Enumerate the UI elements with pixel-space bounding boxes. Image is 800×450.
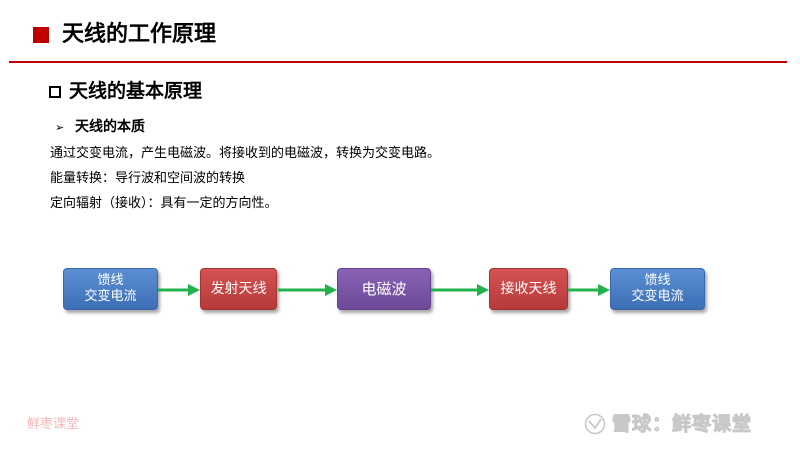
title-marker-square xyxy=(33,27,49,43)
snowball-logo-icon xyxy=(584,413,606,435)
flow-box-label: 电磁波 xyxy=(361,280,407,298)
arrow-bullet-icon: ➢ xyxy=(55,121,65,134)
flow-box-label: 馈线 交变电流 xyxy=(631,273,684,304)
right-arrow-icon xyxy=(568,284,610,296)
body-line: 定向辐射（接收）：具有一定的方向性。 xyxy=(50,196,278,211)
right-arrow-icon xyxy=(278,284,337,296)
flow-box-label: 馈线 交变电流 xyxy=(84,273,137,304)
right-arrow-icon xyxy=(158,284,200,296)
body-line: 能量转换：导行波和空间波的转换 xyxy=(50,171,246,186)
title-divider xyxy=(9,61,787,63)
flow-box-transmit-antenna: 发射天线 xyxy=(200,268,277,310)
flow-box-receive-antenna: 接收天线 xyxy=(489,268,568,310)
subsection-title: 天线的本质 xyxy=(75,119,145,135)
flow-box-label: 接收天线 xyxy=(500,281,557,297)
flow-box-electromagnetic-wave: 电磁波 xyxy=(337,268,431,310)
hollow-square-icon xyxy=(49,86,61,98)
section-title: 天线的基本原理 xyxy=(69,80,203,102)
flow-box-label: 发射天线 xyxy=(210,281,267,297)
flow-box-feedline-source: 馈线 交变电流 xyxy=(63,268,158,310)
slide-title: 天线的工作原理 xyxy=(62,22,217,47)
right-arrow-icon xyxy=(431,284,489,296)
watermark-right-text: 雪球：鲜枣课堂 xyxy=(611,413,753,436)
flow-box-feedline-destination: 馈线 交变电流 xyxy=(610,268,705,310)
watermark-left: 鲜枣课堂 xyxy=(27,417,80,432)
watermark-right: 雪球：鲜枣课堂 xyxy=(584,412,752,436)
body-line: 通过交变电流，产生电磁波。将接收到的电磁波，转换为交变电路。 xyxy=(50,146,441,161)
